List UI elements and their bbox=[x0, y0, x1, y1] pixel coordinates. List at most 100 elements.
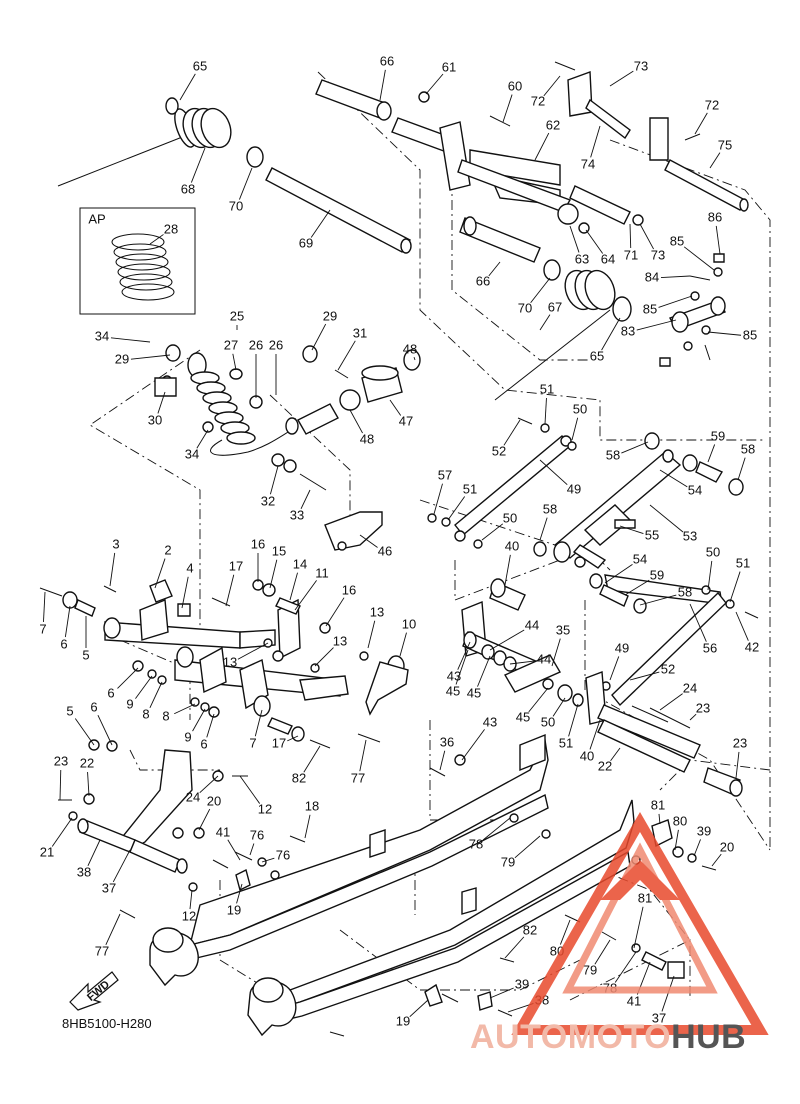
callout-44: 44 bbox=[537, 651, 551, 666]
callout-10: 10 bbox=[402, 616, 416, 631]
callout-17: 17 bbox=[272, 735, 286, 750]
leader-line-60 bbox=[502, 94, 513, 123]
leader-line-20 bbox=[711, 853, 722, 867]
callout-20: 20 bbox=[720, 839, 734, 854]
callout-32: 32 bbox=[261, 493, 275, 508]
leader-line-75 bbox=[709, 152, 721, 169]
leader-line-51 bbox=[447, 496, 466, 521]
leader-line-53 bbox=[649, 504, 684, 533]
callout-65: 65 bbox=[193, 58, 207, 73]
callout-58: 58 bbox=[678, 584, 692, 599]
leader-line-20 bbox=[198, 808, 211, 831]
callout-6: 6 bbox=[90, 699, 97, 714]
leader-line-70 bbox=[530, 277, 551, 304]
callout-4: 4 bbox=[186, 560, 193, 575]
leader-line-18 bbox=[304, 814, 311, 839]
callout-21: 21 bbox=[40, 844, 54, 859]
callout-51: 51 bbox=[736, 555, 750, 570]
callout-26: 26 bbox=[269, 337, 283, 352]
leader-line-32 bbox=[269, 465, 279, 495]
callout-83: 83 bbox=[621, 323, 635, 338]
upper-rear-brackets bbox=[418, 61, 749, 212]
leader-line-9 bbox=[192, 708, 206, 732]
callout-69: 69 bbox=[299, 235, 313, 250]
leader-line-48 bbox=[413, 357, 416, 361]
callout-75: 75 bbox=[718, 137, 732, 152]
callout-57: 57 bbox=[438, 467, 452, 482]
leader-line-50 bbox=[481, 523, 504, 541]
leader-line-19 bbox=[409, 999, 429, 1018]
callout-6: 6 bbox=[200, 736, 207, 751]
callout-50: 50 bbox=[706, 544, 720, 559]
leader-line-50 bbox=[552, 697, 566, 717]
callout-26: 26 bbox=[249, 337, 263, 352]
callout-22: 22 bbox=[80, 755, 94, 770]
leader-line-78 bbox=[614, 951, 637, 983]
leader-line-78 bbox=[482, 817, 511, 841]
leader-line-77 bbox=[359, 739, 367, 772]
callout-51: 51 bbox=[540, 381, 554, 396]
leader-line-17 bbox=[287, 735, 299, 742]
callout-6: 6 bbox=[107, 685, 114, 700]
leader-line-30 bbox=[157, 391, 166, 414]
callout-66: 66 bbox=[380, 53, 394, 68]
leader-line-22 bbox=[87, 771, 90, 797]
leader-line-51 bbox=[568, 703, 579, 737]
leader-line-68 bbox=[190, 147, 206, 183]
leader-line-76 bbox=[249, 843, 255, 856]
leader-line-8 bbox=[174, 703, 196, 715]
leader-line-37 bbox=[661, 975, 675, 1012]
watermark-brand-part-a: AUTOMOTO bbox=[470, 1018, 672, 1056]
callout-66: 66 bbox=[476, 273, 490, 288]
slide-rail-left bbox=[119, 733, 549, 987]
leader-line-72 bbox=[694, 112, 708, 135]
leader-line-39 bbox=[489, 987, 514, 999]
callout-11: 11 bbox=[315, 565, 329, 580]
leader-line-23 bbox=[735, 751, 740, 779]
leader-line-52 bbox=[629, 671, 660, 681]
leader-line-48 bbox=[349, 409, 363, 434]
callout-7: 7 bbox=[39, 621, 46, 636]
shock-mount-bracket bbox=[324, 511, 383, 551]
callout-30: 30 bbox=[148, 412, 162, 427]
callout-37: 37 bbox=[652, 1010, 666, 1025]
callout-65: 65 bbox=[590, 348, 604, 363]
leader-line-58 bbox=[621, 441, 649, 454]
leader-line-42 bbox=[735, 611, 749, 641]
leader-line-12 bbox=[239, 775, 261, 804]
callout-29: 29 bbox=[323, 308, 337, 323]
leader-line-71 bbox=[629, 223, 632, 249]
watermark-brand-part-b: HUB bbox=[671, 1018, 747, 1056]
leader-line-28 bbox=[149, 234, 164, 245]
leader-line-6 bbox=[117, 667, 139, 689]
callout-17: 17 bbox=[229, 558, 243, 573]
callout-59: 59 bbox=[650, 567, 664, 582]
callout-85: 85 bbox=[670, 233, 684, 248]
callout-59: 59 bbox=[711, 428, 725, 443]
callout-55: 55 bbox=[645, 527, 659, 542]
front-shock-absorber bbox=[154, 344, 349, 491]
callout-42: 42 bbox=[745, 639, 759, 654]
callout-29: 29 bbox=[115, 351, 129, 366]
callout-82: 82 bbox=[523, 922, 537, 937]
callout-19: 19 bbox=[396, 1013, 410, 1028]
callout-48: 48 bbox=[403, 341, 417, 356]
callout-86: 86 bbox=[708, 209, 722, 224]
leader-line-24 bbox=[659, 693, 683, 711]
callout-18: 18 bbox=[305, 798, 319, 813]
leader-line-14 bbox=[289, 572, 298, 601]
callout-31: 31 bbox=[353, 325, 367, 340]
callout-50: 50 bbox=[573, 401, 587, 416]
leader-line-3 bbox=[109, 552, 116, 587]
leader-line-5 bbox=[74, 718, 95, 746]
callout-43: 43 bbox=[447, 668, 461, 683]
leader-line-57 bbox=[433, 483, 443, 515]
ap-inset: AP bbox=[79, 207, 196, 315]
leader-line-49 bbox=[609, 656, 620, 681]
leader-line-43 bbox=[461, 729, 485, 761]
leader-line-9 bbox=[135, 675, 153, 699]
callout-36: 36 bbox=[440, 734, 454, 749]
callout-58: 58 bbox=[543, 501, 557, 516]
callout-45: 45 bbox=[516, 709, 530, 724]
